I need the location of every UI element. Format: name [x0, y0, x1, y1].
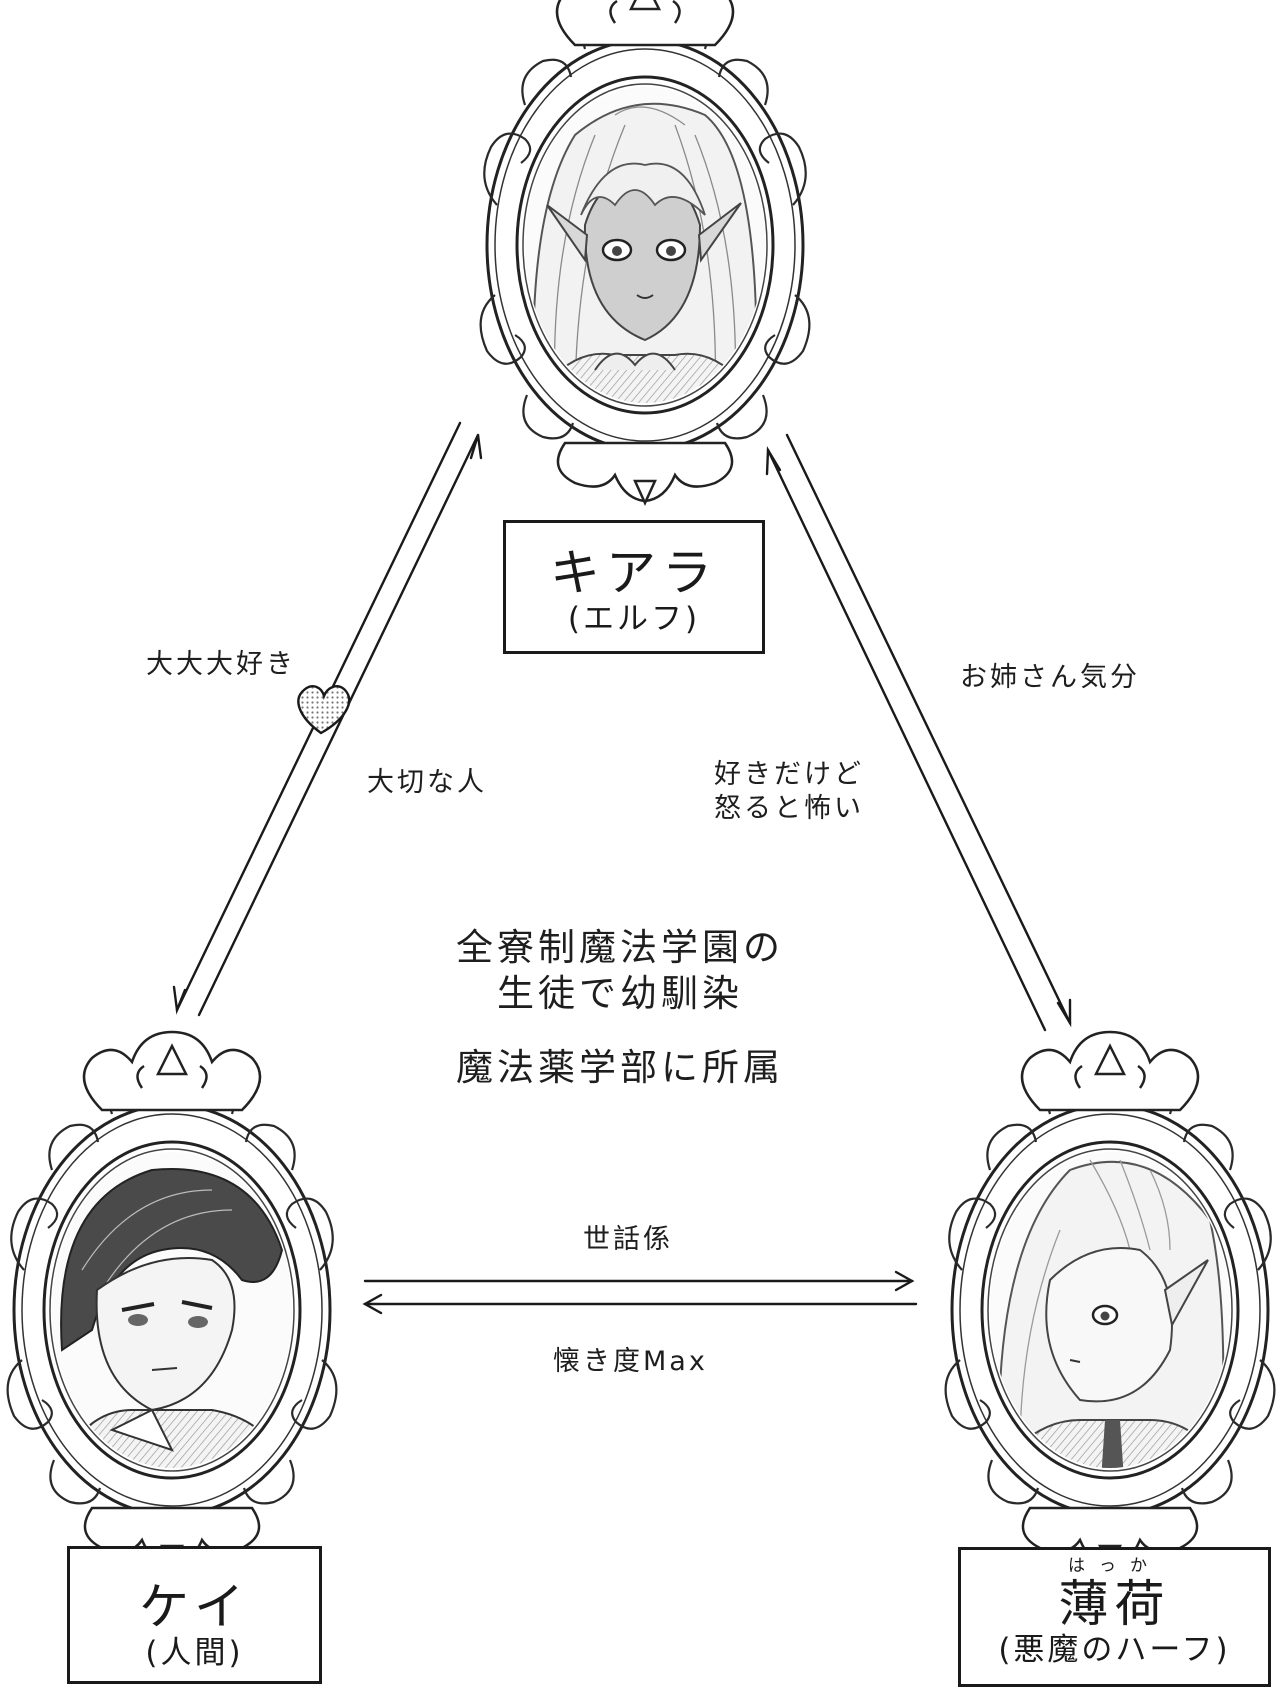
center-line-3: 魔法薬学部に所属 — [456, 1046, 784, 1089]
hakka-subtitle: (悪魔のハーフ) — [998, 1632, 1231, 1668]
hakka-name-box: はっか 薄荷 (悪魔のハーフ) — [958, 1547, 1271, 1687]
hakka-name: 薄荷 — [1058, 1575, 1171, 1633]
center-line-1: 全寮制魔法学園の — [456, 926, 784, 969]
label-kiara-to-kei: 大切な人 — [367, 767, 487, 798]
center-line-2: 生徒で幼馴染 — [497, 972, 743, 1015]
label-hakka-to-kiara-1: 好きだけど — [714, 759, 864, 790]
kiara-name-box: キアラ (エルフ) — [503, 520, 765, 654]
center-caption: 全寮制魔法学園の 生徒で幼馴染 魔法薬学部に所属 — [440, 925, 800, 1091]
arrow-kei-hakka — [362, 1270, 918, 1315]
kiara-subtitle: (エルフ) — [567, 601, 701, 637]
kei-subtitle: (人間) — [145, 1635, 244, 1671]
arrow-kiara-hakka — [765, 433, 1072, 1032]
label-kei-to-kiara: 大大大好き — [146, 649, 296, 680]
kei-portrait — [6, 1030, 338, 1570]
kei-name-box: ケイ (人間) — [67, 1546, 322, 1684]
kei-name: ケイ — [139, 1578, 250, 1636]
label-hakka-to-kiara-2: 怒ると怖い — [714, 793, 864, 824]
heart-icon — [297, 685, 351, 735]
kiara-portrait — [479, 0, 811, 505]
label-hakka-to-kei: 懐き度Max — [553, 1346, 708, 1377]
label-kei-to-hakka: 世話係 — [583, 1224, 673, 1255]
hakka-ruby: はっか — [1068, 1556, 1161, 1576]
kiara-name: キアラ — [550, 544, 718, 602]
hakka-portrait — [944, 1030, 1276, 1570]
label-kiara-to-hakka: お姉さん気分 — [960, 662, 1140, 693]
